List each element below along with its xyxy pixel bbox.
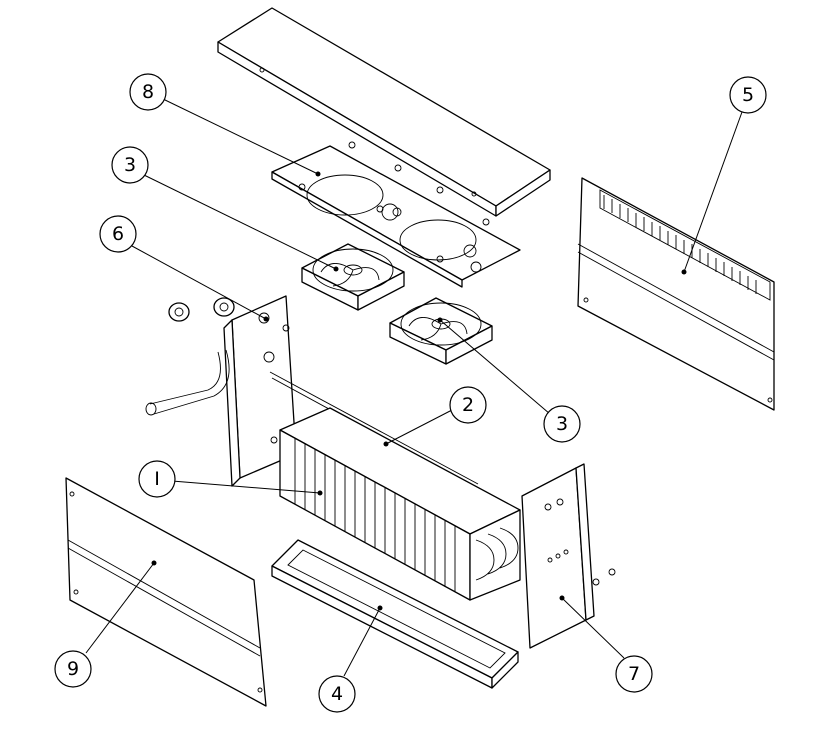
- callout-balloon-6: 6: [99, 215, 137, 253]
- callout-balloon-3-lower: 3: [543, 405, 581, 443]
- svg-text:I: I: [154, 468, 160, 490]
- axial-fan-lower: [389, 297, 493, 365]
- callout-balloon-4: 4: [318, 675, 356, 713]
- svg-text:6: 6: [112, 223, 124, 245]
- small-screws: [592, 568, 616, 586]
- grommet-pair: [168, 297, 235, 322]
- svg-text:3: 3: [124, 154, 136, 176]
- right-end-plate: [521, 463, 595, 649]
- drip-tray: [271, 539, 519, 689]
- svg-text:4: 4: [331, 683, 343, 705]
- svg-text:9: 9: [67, 658, 79, 680]
- evaporator-coil: [279, 407, 521, 601]
- callout-balloon-8: 8: [129, 73, 167, 111]
- callout-balloon-9: 9: [54, 650, 92, 688]
- callout-balloon-3-upper: 3: [111, 146, 149, 184]
- screws: [298, 141, 490, 263]
- leader-lines: [85, 98, 743, 677]
- callout-balloon-2: 2: [449, 386, 487, 424]
- callout-balloon-1: I: [138, 460, 176, 498]
- svg-text:8: 8: [142, 81, 154, 103]
- louvered-front-panel: [577, 177, 775, 411]
- svg-text:3: 3: [556, 413, 568, 435]
- svg-text:5: 5: [742, 84, 754, 106]
- callout-balloon-7: 7: [615, 655, 653, 693]
- callout-balloon-5: 5: [729, 76, 767, 114]
- axial-fan-upper: [301, 243, 405, 311]
- drain-pipe: [145, 349, 230, 416]
- svg-text:7: 7: [628, 663, 640, 685]
- fan-mounting-plate: [271, 145, 521, 288]
- top-cover-panel: [217, 7, 551, 217]
- rear-panel: [65, 477, 267, 707]
- svg-text:2: 2: [462, 394, 474, 416]
